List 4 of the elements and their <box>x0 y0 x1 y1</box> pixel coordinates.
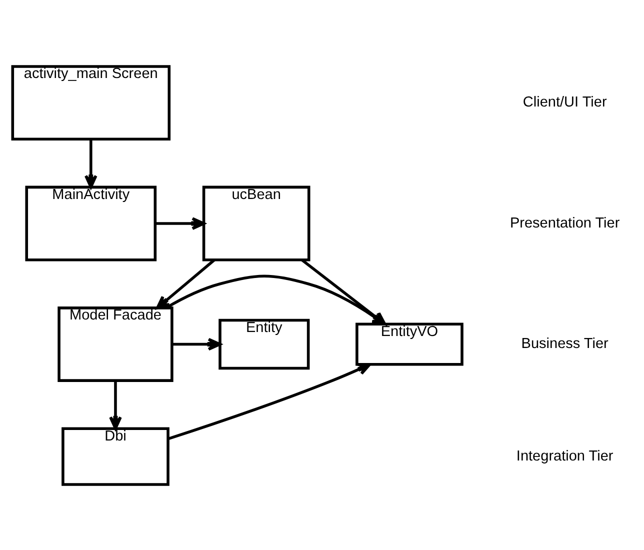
label: Presentation Tier <box>510 214 620 231</box>
label: Client/UI Tier <box>522 94 607 110</box>
label: Integration Tier <box>516 448 614 464</box>
label: Business Tier <box>521 336 608 352</box>
